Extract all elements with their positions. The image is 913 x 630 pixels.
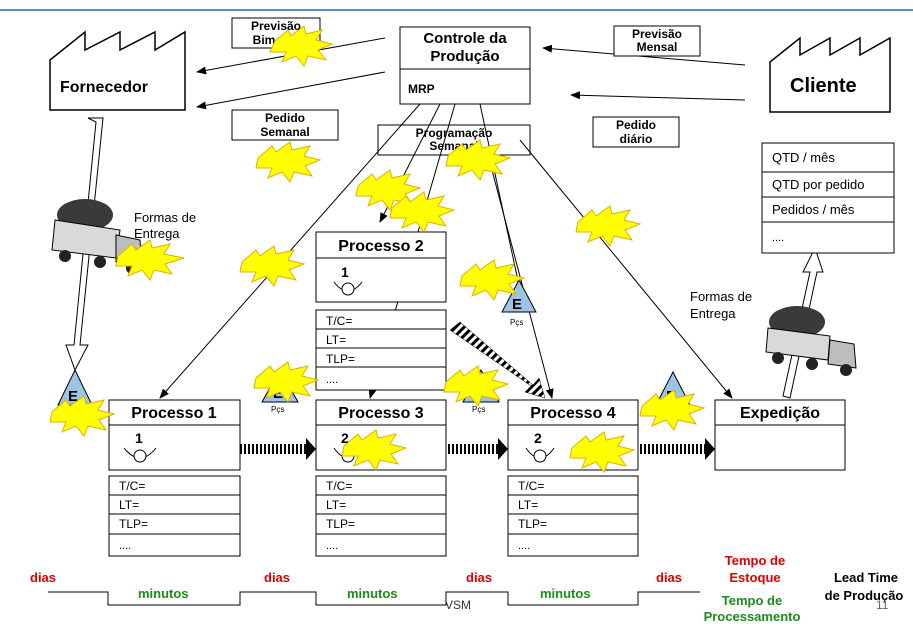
truck-left-icon: [51, 199, 143, 274]
inventory-pcs-3: Pçs: [472, 405, 485, 414]
processing-time-line1: Tempo de: [722, 593, 782, 608]
process-3-operators: 2: [341, 430, 349, 446]
process-2-title: Processo 2: [338, 238, 423, 255]
process-3-row-3: ....: [326, 540, 338, 552]
process-2-row-1: LT=: [326, 333, 346, 347]
weekly-order-box: [231, 109, 339, 141]
inventory-symbol-4: E: [512, 296, 522, 313]
inventory-triangle-4: [501, 278, 537, 313]
shipping-box: [714, 399, 846, 471]
customer-table-row-3: ....: [772, 232, 784, 244]
mrp-label: MRP: [408, 82, 435, 96]
lead-time-line1: Lead Time: [834, 570, 898, 585]
shipping-title: Expedição: [740, 405, 820, 422]
delivery-right-line1: Formas de: [690, 289, 752, 304]
stock-time-line2: Estoque: [729, 570, 780, 585]
process-1-row-0: T/C=: [119, 479, 145, 493]
process-3-row-0: T/C=: [326, 479, 352, 493]
process-3-title: Processo 3: [338, 405, 423, 422]
supplier-label: Fornecedor: [60, 79, 148, 96]
production-control-box: [399, 26, 531, 105]
bimonthly-forecast-line1: Previsão: [251, 19, 301, 33]
push-arrow-diagonal: [449, 321, 546, 399]
timeline-minutes-3: minutos: [540, 586, 591, 601]
inventory-pcs-2: Pçs: [271, 405, 284, 414]
timeline-days-2: dias: [264, 570, 290, 585]
process-4-row-0: T/C=: [518, 479, 544, 493]
process-1-operators: 1: [135, 430, 143, 446]
stock-time-line1: Tempo de: [725, 553, 785, 568]
process-4-row-1: LT=: [518, 498, 538, 512]
inventory-symbol-1: E: [68, 388, 78, 405]
process-1-row-2: TLP=: [119, 517, 148, 531]
timeline-days-1: dias: [30, 570, 56, 585]
customer-table-row-1: QTD por pedido: [772, 177, 865, 192]
daily-order-line2: diário: [620, 132, 653, 146]
push-arrow-1: [240, 438, 316, 460]
page-number: 11: [876, 598, 889, 612]
bimonthly-forecast-line2: Bim: [253, 33, 276, 47]
monthly-forecast-box: [613, 25, 701, 57]
weekly-order-line2: Semanal: [260, 125, 309, 139]
process-1-row-1: LT=: [119, 498, 139, 512]
process-2-row-3: ....: [326, 374, 338, 386]
delivery-right-line2: Entrega: [690, 306, 736, 321]
timeline-days-4: dias: [656, 570, 682, 585]
timeline-minutes-1: minutos: [138, 586, 189, 601]
customer-table-row-0: QTD / mês: [772, 150, 835, 165]
customer-label: Cliente: [790, 75, 857, 97]
production-control-title-2: Produção: [430, 48, 499, 65]
inventory-symbol-2: E: [273, 385, 283, 402]
process-4-title: Processo 4: [530, 405, 615, 422]
footer-label: VSM: [445, 598, 471, 612]
process-2-box: [315, 231, 447, 391]
process-3-row-1: LT=: [326, 498, 346, 512]
processing-time-line2: Processamento: [704, 609, 801, 624]
customer-table-row-2: Pedidos / mês: [772, 202, 855, 217]
daily-order-line1: Pedido: [616, 118, 656, 132]
process-4-operators: 2: [534, 430, 542, 446]
weekly-schedule-line1: Programação: [416, 126, 493, 140]
monthly-forecast-line2: Mensal: [637, 40, 678, 54]
lead-time-line2: de Produção: [825, 588, 904, 603]
timeline-steps: [48, 591, 700, 606]
process-2-row-0: T/C=: [326, 314, 352, 328]
customer-factory-icon: [769, 36, 891, 113]
supplier-factory-icon: [49, 30, 186, 111]
process-1-box: [108, 399, 241, 557]
process-1-row-3: ....: [119, 540, 131, 552]
weekly-order-line1: Pedido: [265, 111, 305, 125]
push-arrow-2: [446, 438, 508, 460]
daily-order-box: [592, 116, 680, 148]
monthly-forecast-line1: Previsão: [632, 27, 682, 41]
process-3-row-2: TLP=: [326, 517, 355, 531]
weekly-schedule-box: [377, 124, 531, 156]
process-4-box: [507, 399, 639, 557]
truck-right-icon: [765, 306, 857, 376]
process-2-row-2: TLP=: [326, 352, 355, 366]
customer-info-table: [761, 142, 895, 254]
timeline-days-3: dias: [466, 570, 492, 585]
delivery-left-line1: Formas de: [134, 210, 196, 225]
production-control-title-1: Controle da: [423, 30, 507, 47]
process-3-box: [315, 399, 447, 557]
process-4-row-3: ....: [518, 540, 530, 552]
process-4-row-2: TLP=: [518, 517, 547, 531]
delivery-left-line2: Entrega: [134, 226, 180, 241]
process-2-operators: 1: [341, 264, 349, 280]
inventory-pcs-4: Pçs: [510, 318, 523, 327]
process-1-title: Processo 1: [131, 405, 216, 422]
push-arrow-3: [638, 438, 715, 460]
timeline-minutes-2: minutos: [347, 586, 398, 601]
kaizen-bursts: [49, 25, 706, 473]
